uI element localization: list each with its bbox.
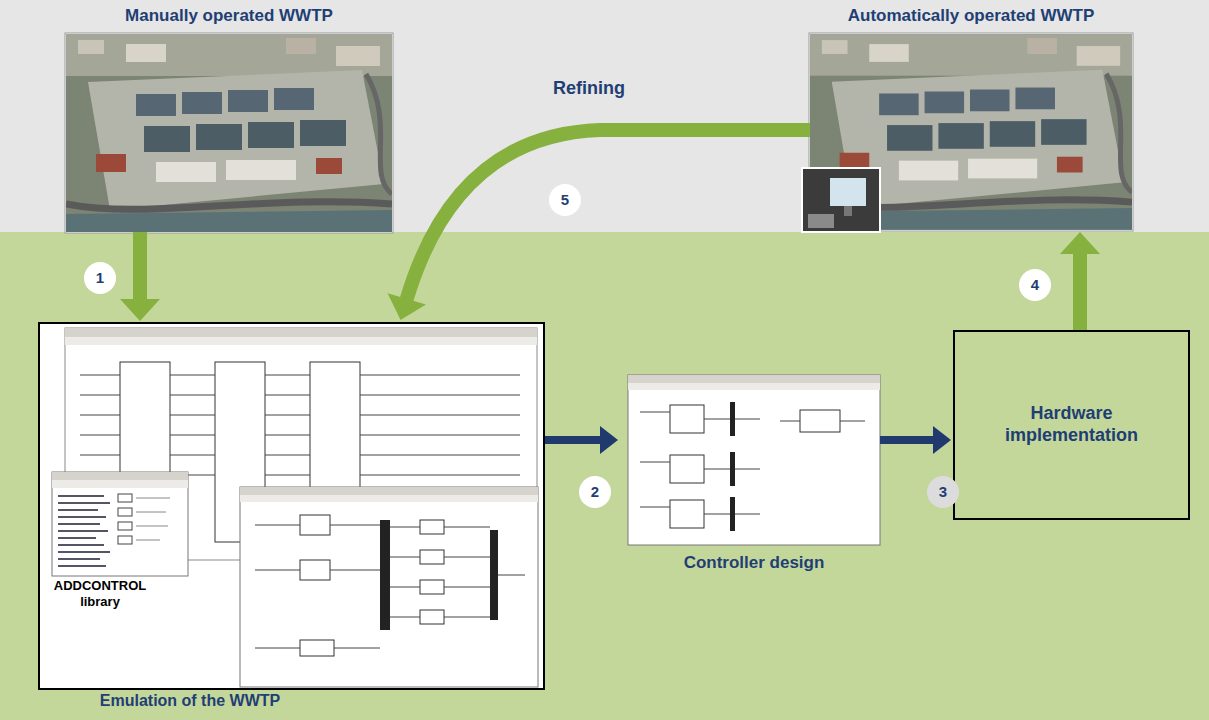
- block: [800, 410, 840, 432]
- block: [670, 455, 704, 483]
- library-block: [118, 522, 132, 530]
- block: [300, 515, 330, 535]
- arrow-shaft: [545, 436, 602, 444]
- block: [670, 405, 704, 433]
- window-toolbar: [240, 495, 538, 502]
- library-entries: [136, 498, 170, 540]
- mux-bar: [730, 402, 735, 436]
- process-box: Hardware implementation: [953, 330, 1190, 520]
- arrow-head: [933, 426, 951, 454]
- screenshot-panel: Controller design: [628, 375, 880, 545]
- subsystem-screenshot: [240, 487, 538, 687]
- emulation-panel-fill: [38, 322, 545, 690]
- photo-frame: [65, 33, 393, 233]
- monitor-screen: [830, 178, 866, 206]
- block: [420, 520, 444, 534]
- arrow-shaft: [1073, 252, 1087, 330]
- window-title-bar: [240, 487, 538, 495]
- node-title: Controller design: [628, 553, 880, 573]
- node-title: Manually operated WWTP: [66, 6, 392, 26]
- flow-arrow: [120, 232, 160, 321]
- arrow-head: [388, 293, 426, 320]
- block: [670, 500, 704, 528]
- bottom-band: [0, 232, 1209, 720]
- emulation-panel: Emulation of the WWTP: [38, 322, 545, 690]
- step-number: 4: [1019, 269, 1051, 301]
- monitor-photo: [802, 168, 880, 232]
- library-screenshot: [52, 472, 188, 576]
- block: [420, 580, 444, 594]
- flow-label: Refining: [553, 78, 683, 100]
- arrow-head: [600, 426, 618, 454]
- library-block: [118, 508, 132, 516]
- node-title: Hardware implementation: [969, 403, 1174, 446]
- mux-bar: [380, 520, 390, 630]
- library-block: [118, 494, 132, 502]
- window-title-bar: [65, 328, 537, 337]
- block: [300, 560, 330, 580]
- flow-arrow: [545, 426, 618, 454]
- photo-panel: Automatically operated WWTP: [810, 6, 1132, 230]
- node-title: Emulation of the WWTP: [38, 691, 342, 710]
- library-block: [118, 536, 132, 544]
- block: [420, 550, 444, 564]
- window: [52, 472, 188, 576]
- wires: [640, 412, 865, 514]
- flow-arrow: [1060, 232, 1100, 330]
- arrow-head: [120, 299, 160, 321]
- window: [240, 487, 538, 687]
- mux-bar: [730, 497, 735, 531]
- node-title: Automatically operated WWTP: [810, 6, 1132, 26]
- arrow-head: [1060, 232, 1100, 254]
- step-number: 5: [549, 184, 581, 216]
- wires: [80, 375, 520, 475]
- library-caption: ADDCONTROL library: [50, 578, 150, 609]
- window-toolbar: [628, 383, 880, 390]
- top-band: [0, 0, 1209, 232]
- window-toolbar: [65, 337, 537, 345]
- wires: [255, 525, 525, 648]
- window-title-bar: [52, 472, 188, 480]
- photo-frame: [809, 33, 1133, 231]
- monitor-stand: [844, 206, 852, 216]
- arrow-shaft: [880, 436, 935, 444]
- arrow-shaft: [133, 232, 147, 301]
- block: [420, 610, 444, 624]
- flow-arrow: [388, 130, 810, 320]
- controller-screenshot: [628, 375, 880, 545]
- plant-photo: [66, 34, 392, 232]
- window-title-bar: [628, 375, 880, 383]
- mux-bar: [730, 452, 735, 486]
- photo-panel: Manually operated WWTP: [66, 6, 392, 232]
- step-number: 3: [927, 476, 959, 508]
- mux-bar: [490, 530, 498, 620]
- plant-photo: [810, 34, 1132, 230]
- step-number: 1: [84, 262, 116, 294]
- tree-list: [58, 496, 110, 566]
- window-toolbar: [52, 480, 188, 488]
- flow-arrow: [880, 426, 951, 454]
- monitor-photo-frame: [802, 168, 880, 232]
- step-number: 2: [579, 476, 611, 508]
- desk: [808, 214, 834, 228]
- arrow-shaft: [406, 130, 810, 301]
- window: [628, 375, 880, 545]
- block: [300, 640, 334, 656]
